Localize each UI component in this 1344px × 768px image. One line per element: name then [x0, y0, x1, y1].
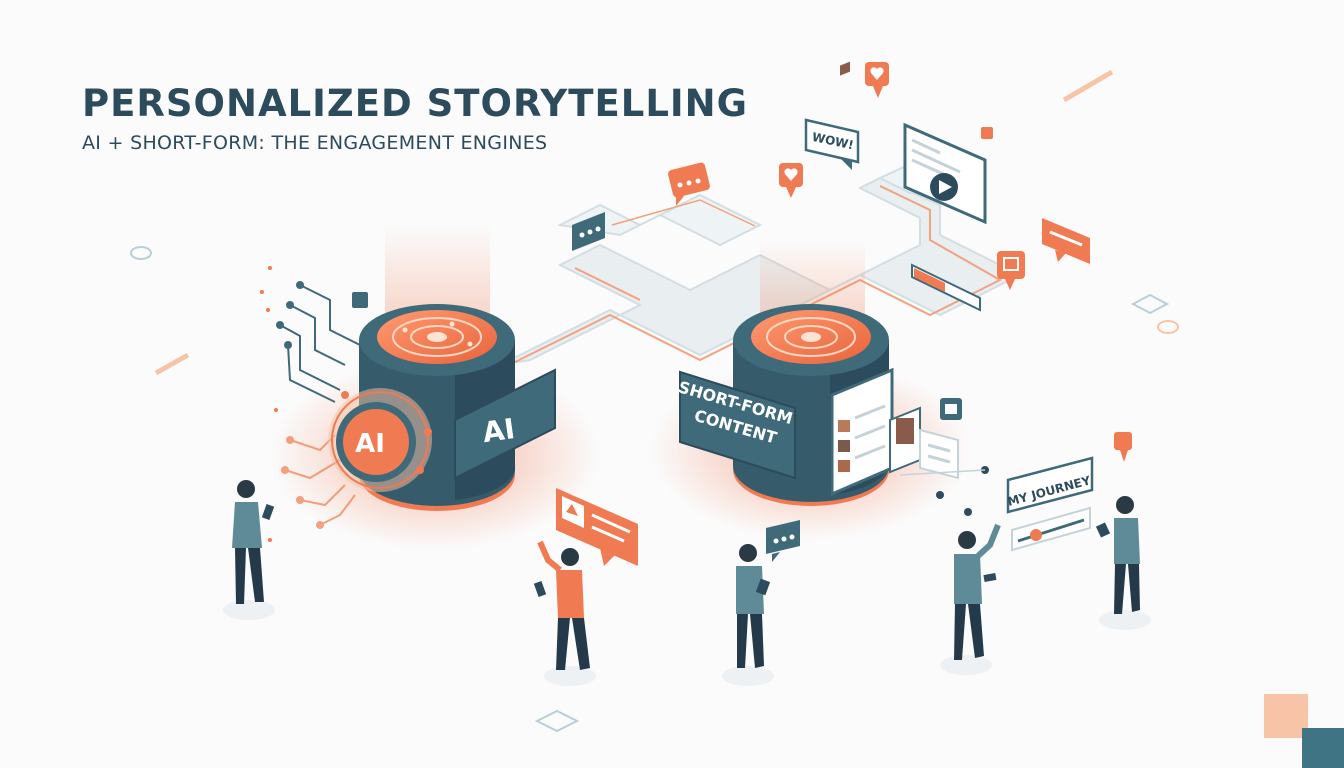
- person-far-right: [1095, 496, 1151, 630]
- progress-bar: [911, 263, 981, 312]
- page-title: PERSONALIZED STORYTELLING: [82, 82, 748, 125]
- chat-bubble-teal-left: [572, 212, 605, 251]
- label-bubble-orange-right: [1042, 218, 1090, 264]
- wow-bubble: [804, 118, 860, 170]
- my-journey-panel: [1006, 456, 1094, 552]
- chat-bubble-teal-center: [766, 520, 800, 562]
- image-icon: [945, 404, 957, 414]
- video-feed-screen: [830, 61, 989, 516]
- page-subtitle: AI + SHORT-FORM: THE ENGAGEMENT ENGINES: [82, 132, 548, 154]
- creative-bubble: [556, 488, 638, 566]
- heart-bubble-top: [865, 62, 889, 98]
- ai-panel-label: AI: [480, 412, 516, 449]
- corner-accent-light: [1264, 694, 1308, 738]
- ai-badge: [328, 388, 432, 492]
- heart-icon: [784, 168, 798, 181]
- person-right-pointing: [940, 523, 1001, 675]
- image-bubble-right: [940, 398, 962, 420]
- journey-slider-knob: [1030, 529, 1042, 541]
- list-bubble-orange: [997, 251, 1025, 290]
- person-left: [223, 480, 275, 620]
- ai-badge-label: AI: [355, 429, 385, 459]
- video-player-window: [903, 122, 987, 225]
- person-orange-shirt: [533, 540, 596, 686]
- decorative-shapes: [130, 69, 1179, 733]
- small-square-bubble: [981, 127, 1132, 462]
- heart-bubble-mid: [779, 163, 803, 198]
- shortform-label-panel: [679, 370, 796, 480]
- bookmark-icon: [566, 504, 578, 516]
- corner-accent-dark: [1302, 728, 1344, 768]
- ai-side-panel: [454, 368, 556, 480]
- chat-bubble-orange-top: [668, 162, 710, 206]
- person-center: [722, 544, 774, 686]
- heart-icon: [870, 67, 884, 80]
- small-thumbs-bubble: [352, 292, 368, 308]
